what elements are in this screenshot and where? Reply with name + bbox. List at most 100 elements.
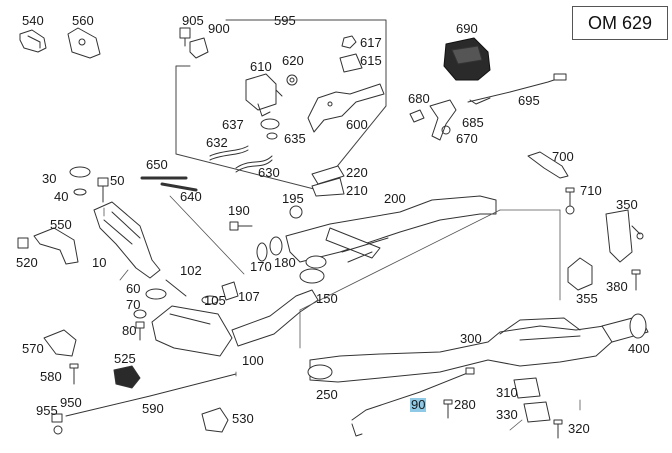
part-label-670[interactable]: 670: [456, 131, 478, 146]
nut-70: [133, 309, 147, 319]
part-label-150[interactable]: 150: [316, 291, 338, 306]
housing-690: [443, 37, 491, 81]
part-label-520[interactable]: 520: [16, 255, 38, 270]
part-label-350[interactable]: 350: [616, 197, 638, 212]
part-label-630[interactable]: 630: [258, 165, 280, 180]
part-label-102[interactable]: 102: [180, 263, 202, 278]
part-label-550[interactable]: 550: [50, 217, 72, 232]
clamp-30: [69, 166, 91, 178]
part-label-570[interactable]: 570: [22, 341, 44, 356]
part-label-955[interactable]: 955: [36, 403, 58, 418]
part-label-617[interactable]: 617: [360, 35, 382, 50]
clip-520: [17, 237, 29, 249]
part-label-615[interactable]: 615: [360, 53, 382, 68]
part-label-30[interactable]: 30: [42, 171, 57, 186]
part-label-685[interactable]: 685: [462, 115, 484, 130]
part-label-330[interactable]: 330: [496, 407, 518, 422]
silencer-300: [309, 317, 615, 383]
part-label-170[interactable]: 170: [250, 259, 272, 274]
clamp-180: [269, 236, 283, 256]
bracket-310: [513, 377, 541, 399]
part-label-680[interactable]: 680: [408, 91, 430, 106]
gasket-105: [201, 295, 219, 305]
bracket-615: [339, 53, 363, 73]
part-label-590[interactable]: 590: [142, 401, 164, 416]
part-label-10[interactable]: 10: [92, 255, 107, 270]
part-label-637[interactable]: 637: [222, 117, 244, 132]
part-label-620[interactable]: 620: [282, 53, 304, 68]
part-label-540[interactable]: 540: [22, 13, 44, 28]
washer-40: [73, 188, 87, 196]
part-label-690[interactable]: 690: [456, 21, 478, 36]
part-label-380[interactable]: 380: [606, 279, 628, 294]
part-label-200[interactable]: 200: [384, 191, 406, 206]
part-label-355[interactable]: 355: [576, 291, 598, 306]
leader-lines: [103, 195, 581, 431]
part-label-632[interactable]: 632: [206, 135, 228, 150]
washer-620-hole: [289, 77, 295, 83]
part-label-530[interactable]: 530: [232, 411, 254, 426]
model-code-box: OM 629: [572, 6, 668, 40]
part-label-105[interactable]: 105: [204, 293, 226, 308]
part-label-610[interactable]: 610: [250, 59, 272, 74]
part-label-180[interactable]: 180: [274, 255, 296, 270]
part-label-280[interactable]: 280: [454, 397, 476, 412]
part-label-905[interactable]: 905: [182, 13, 204, 28]
part-label-100[interactable]: 100: [242, 353, 264, 368]
hanger-355: [567, 257, 593, 291]
sensor-line-695: [467, 73, 567, 105]
clamp-250: [307, 364, 333, 380]
bracket-210: [311, 177, 345, 197]
part-label-40[interactable]: 40: [54, 189, 69, 204]
part-label-300[interactable]: 300: [460, 331, 482, 346]
part-label-400[interactable]: 400: [628, 341, 650, 356]
part-label-635[interactable]: 635: [284, 131, 306, 146]
part-label-640[interactable]: 640: [180, 189, 202, 204]
part-label-600[interactable]: 600: [346, 117, 368, 132]
bolt-320: [553, 419, 563, 439]
part-label-710[interactable]: 710: [580, 183, 602, 198]
part-label-950[interactable]: 950: [60, 395, 82, 410]
hose-630: [235, 155, 273, 169]
part-label-695[interactable]: 695: [518, 93, 540, 108]
plug-905: [179, 27, 191, 47]
part-label-560[interactable]: 560: [72, 13, 94, 28]
part-label-60[interactable]: 60: [126, 281, 141, 296]
part-label-90[interactable]: 90: [410, 397, 427, 412]
valve-900: [189, 37, 209, 59]
bracket-220: [311, 165, 345, 197]
bolt-190: [229, 221, 253, 231]
plug-955: [53, 425, 63, 435]
part-label-650[interactable]: 650: [146, 157, 168, 172]
bolt-580: [69, 363, 79, 385]
part-label-107[interactable]: 107: [238, 289, 260, 304]
part-label-195[interactable]: 195: [282, 191, 304, 206]
sensor-102: [165, 279, 187, 297]
part-label-250[interactable]: 250: [316, 387, 338, 402]
part-label-580[interactable]: 580: [40, 369, 62, 384]
part-label-900[interactable]: 900: [208, 21, 230, 36]
part-label-190[interactable]: 190: [228, 203, 250, 218]
part-label-525[interactable]: 525: [114, 351, 136, 366]
clip-635: [266, 132, 278, 140]
model-code: OM 629: [587, 12, 653, 33]
part-label-80[interactable]: 80: [122, 323, 137, 338]
clamp-637: [260, 118, 280, 130]
bracket-107: [221, 281, 239, 301]
clip-530: [201, 407, 229, 433]
bolt-80: [135, 321, 145, 341]
part-label-50[interactable]: 50: [110, 173, 125, 188]
ring-170: [256, 242, 268, 262]
part-label-210[interactable]: 210: [346, 183, 368, 198]
part-label-70[interactable]: 70: [126, 297, 141, 312]
part-label-320[interactable]: 320: [568, 421, 590, 436]
part-label-310[interactable]: 310: [496, 385, 518, 400]
sensor-90: [351, 367, 475, 437]
gasket-60: [145, 288, 167, 300]
part-label-220[interactable]: 220: [346, 165, 368, 180]
bracket-560: [67, 27, 101, 59]
part-label-595[interactable]: 595: [274, 13, 296, 28]
part-label-700[interactable]: 700: [552, 149, 574, 164]
clip-950: [51, 413, 63, 423]
